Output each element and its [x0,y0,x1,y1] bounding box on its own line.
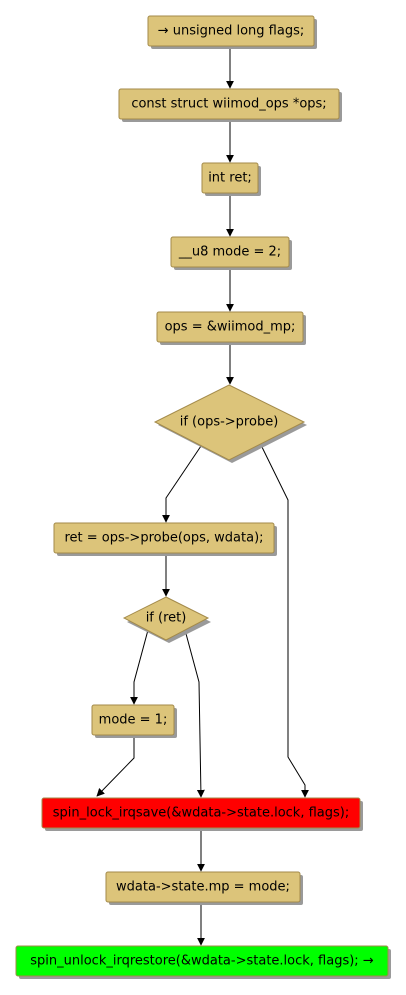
node-ret-probe-call-label: ret = ops->probe(ops, wdata); [64,531,263,546]
node-mode-decl-label: __u8 mode = 2; [178,245,281,260]
node-spin-unlock-label: spin_unlock_irqrestore(&wdata->state.loc… [30,954,374,969]
edge-ifprobe-false-to-spinlock [259,442,309,798]
node-state-mp-assign-label: wdata->state.mp = mode; [116,880,290,895]
decision-if-probe-label: if (ops->probe) [180,415,279,430]
node-mode-assign: mode = 1; [91,704,177,738]
node-ops-assign: ops = &wiimod_mp; [156,311,306,345]
node-spin-lock-label: spin_lock_irqsave(&wdata->state.lock, fl… [53,806,349,821]
node-mode-assign-label: mode = 1; [99,713,168,728]
node-ret-decl-label: int ret; [208,171,252,186]
decision-if-ret: if (ret) [122,596,211,643]
node-ret-decl: int ret; [201,162,261,196]
node-ops-assign-label: ops = &wiimod_mp; [165,320,296,335]
decision-if-probe: if (ops->probe) [153,384,307,463]
edge-ifprobe-true-to-probecall [162,445,202,523]
node-ret-probe-call: ret = ops->probe(ops, wdata); [53,522,277,556]
edge-ifret-false-to-spinlock [184,629,205,798]
edges [96,46,309,946]
node-ops-decl: const struct wiimod_ops *ops; [118,88,342,122]
node-flags-decl-label: → unsigned long flags; [158,24,305,39]
edge-ifret-true-to-modeassign [130,629,149,705]
node-mode-decl: __u8 mode = 2; [170,236,292,270]
decision-if-ret-label: if (ret) [146,611,187,626]
node-flags-decl: → unsigned long flags; [147,15,317,49]
edge-modeassign-to-spinlock [96,735,135,797]
node-state-mp-assign: wdata->state.mp = mode; [105,871,303,905]
node-spin-unlock: spin_unlock_irqrestore(&wdata->state.loc… [15,945,391,979]
node-ops-decl-label: const struct wiimod_ops *ops; [131,97,326,112]
node-spin-lock: spin_lock_irqsave(&wdata->state.lock, fl… [41,797,363,831]
